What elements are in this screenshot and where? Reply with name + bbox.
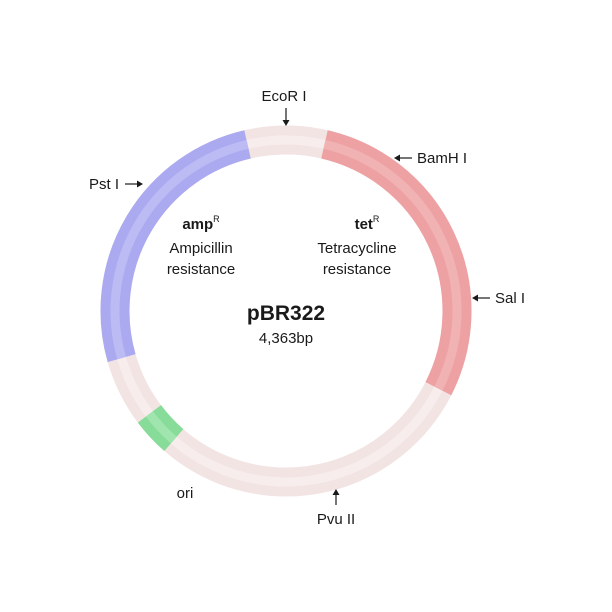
tet-segment-highlight <box>323 139 462 391</box>
plasmid-size: 4,363bp <box>259 330 313 347</box>
tet-superscript: R <box>373 214 380 224</box>
tet-symbol-text: tet <box>355 216 373 233</box>
tet-gene-symbol: tetR <box>355 214 380 233</box>
amp-gene-symbol: ampR <box>182 214 220 233</box>
tet-gene-line2: resistance <box>323 261 391 278</box>
amp-gene-line2: resistance <box>167 261 235 278</box>
site-pvuii: Pvu II <box>317 489 355 528</box>
ori-label: ori <box>177 485 194 502</box>
site-sali: Sal I <box>472 290 525 307</box>
psti-arrow-icon <box>137 180 143 188</box>
ori-segment-highlight <box>145 411 177 444</box>
sali-arrow-icon <box>472 294 478 302</box>
ecori-arrow-icon <box>282 120 290 126</box>
site-pvuii-label: Pvu II <box>317 511 355 528</box>
tet-gene-line1: Tetracycline <box>317 240 396 257</box>
plasmid-ring <box>100 125 472 497</box>
site-bamhi: BamH I <box>394 150 467 167</box>
site-ecori: EcoR I <box>261 88 307 126</box>
amp-symbol-text: amp <box>182 216 213 233</box>
site-sali-label: Sal I <box>495 290 525 307</box>
site-psti: Pst I <box>89 176 143 193</box>
plasmid-name: pBR322 <box>247 302 325 325</box>
site-bamhi-label: BamH I <box>417 150 467 167</box>
site-ecori-label: EcoR I <box>261 88 306 105</box>
amp-segment-highlight <box>110 139 249 360</box>
bamhi-arrow-icon <box>394 154 400 162</box>
pvuii-arrow-icon <box>332 489 340 495</box>
amp-superscript: R <box>213 214 220 224</box>
site-psti-label: Pst I <box>89 176 119 193</box>
amp-gene-line1: Ampicillin <box>169 240 232 257</box>
